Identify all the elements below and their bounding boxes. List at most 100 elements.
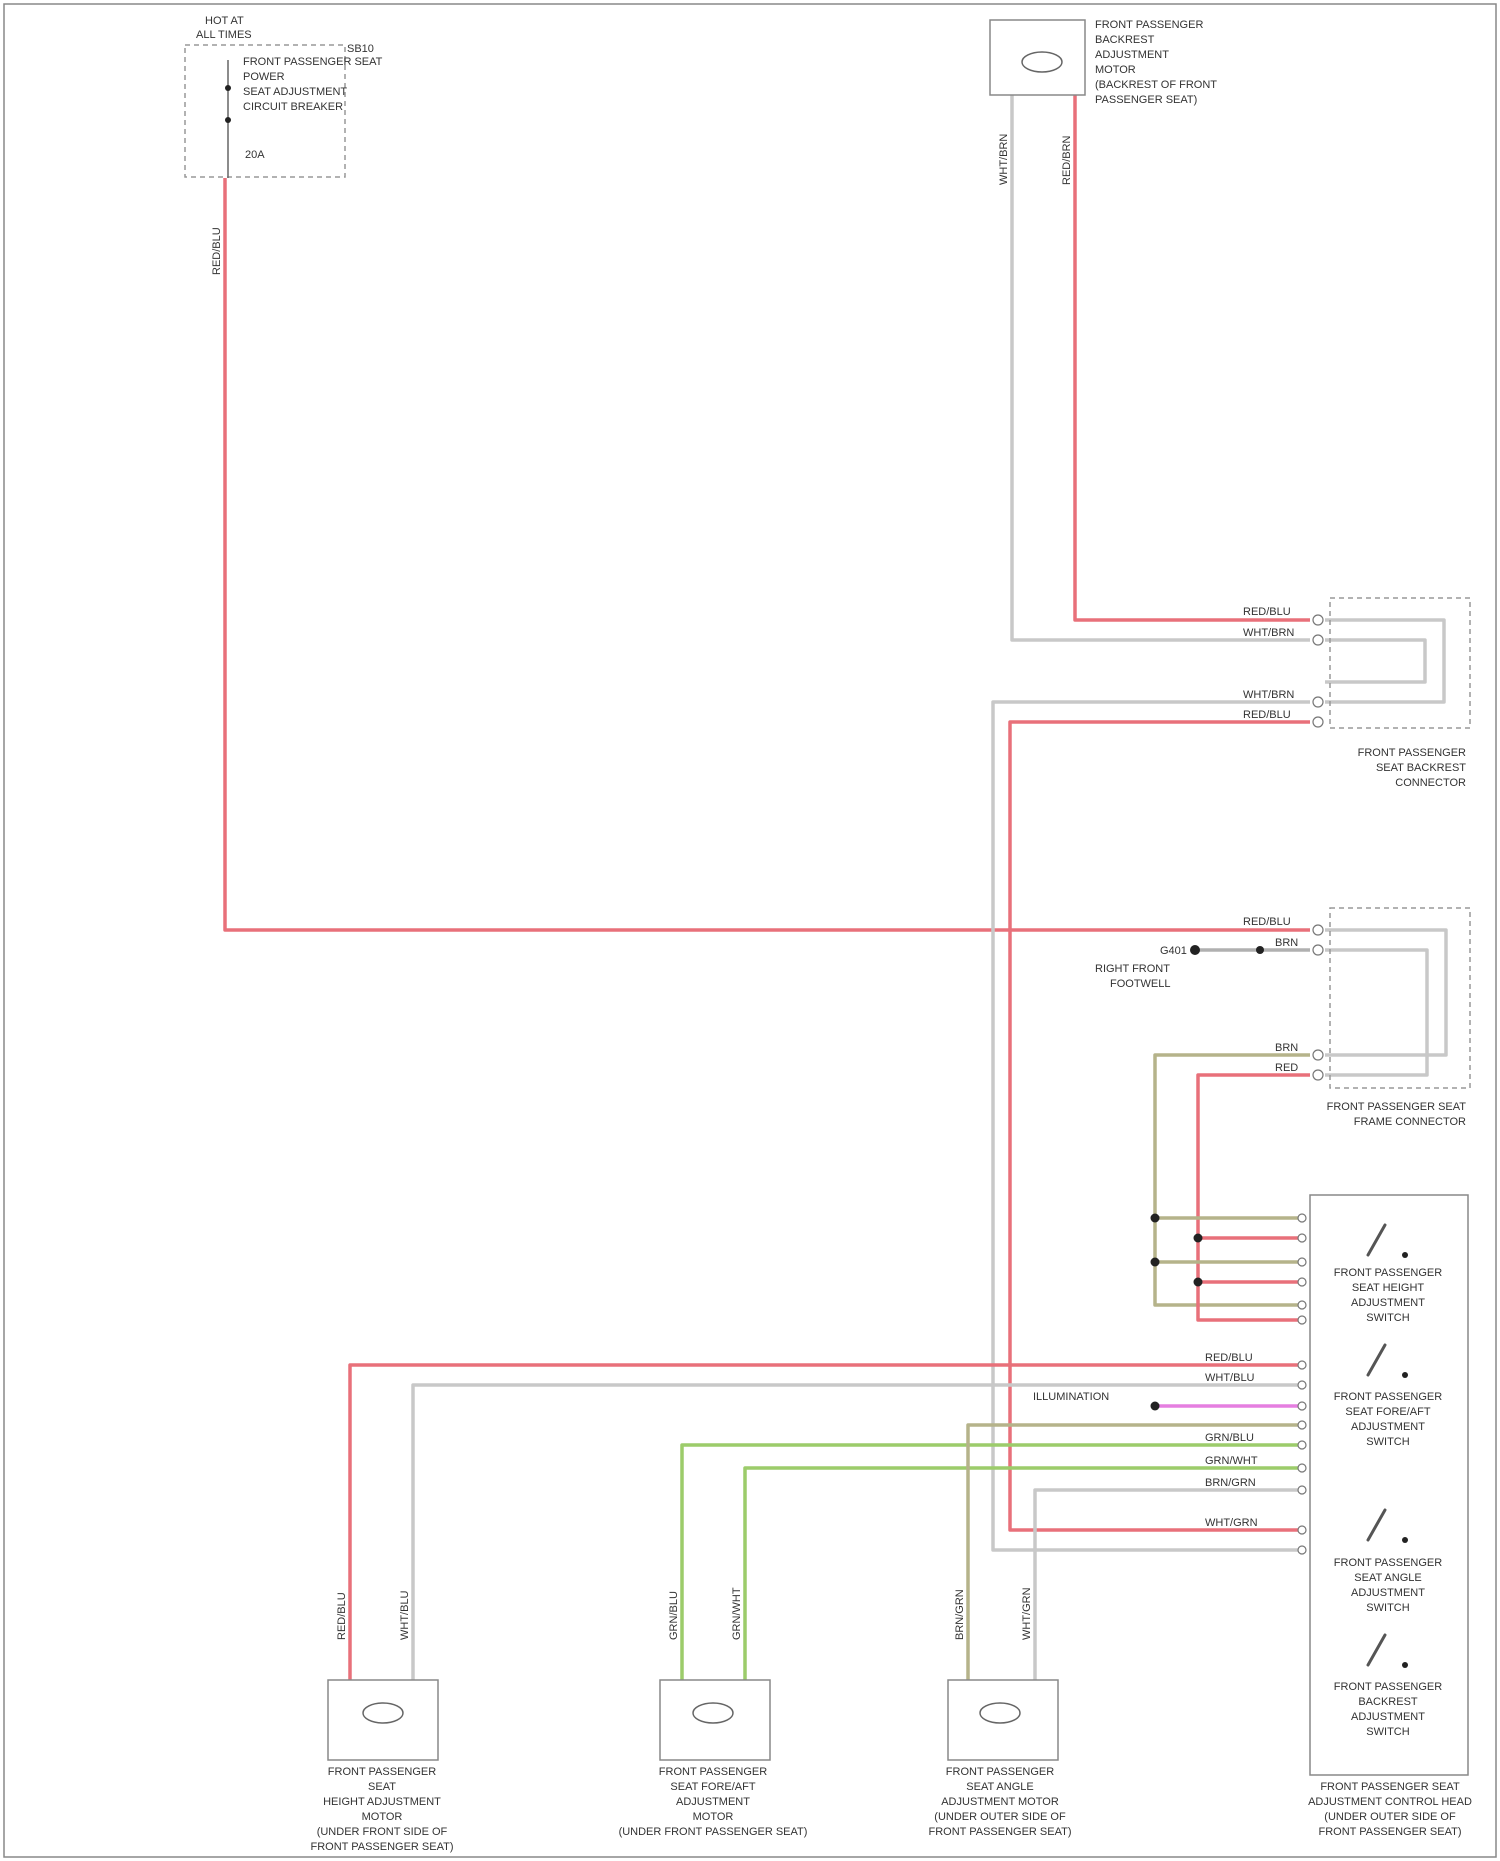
conn1-label-b: WHT/BRN xyxy=(1243,627,1294,639)
backrest-motor: FRONT PASSENGER BACKREST ADJUSTMENT MOTO… xyxy=(990,19,1217,185)
svg-text:ADJUSTMENT: ADJUSTMENT xyxy=(1351,1421,1425,1433)
fuse-header-2: ALL TIMES xyxy=(196,29,252,41)
svg-text:GRN/BLU: GRN/BLU xyxy=(668,1591,680,1640)
motor-angle: FRONT PASSENGER SEAT ANGLE ADJUSTMENT MO… xyxy=(928,1587,1071,1838)
wire-conn1-to-module-white xyxy=(993,702,1310,1550)
backrest-motor-name-6: PASSENGER SEAT) xyxy=(1095,94,1197,106)
svg-text:SWITCH: SWITCH xyxy=(1366,1312,1409,1324)
switch-backrest: FRONT PASSENGER BACKREST ADJUSTMENT SWIT… xyxy=(1334,1635,1442,1738)
conn2-pin-4 xyxy=(1313,1070,1323,1080)
svg-text:HEIGHT ADJUSTMENT: HEIGHT ADJUSTMENT xyxy=(323,1796,441,1808)
label-backrest-red: RED/BRN xyxy=(1061,135,1073,185)
conn2-label-a: RED/BLU xyxy=(1243,916,1291,928)
svg-text:FRONT PASSENGER: FRONT PASSENGER xyxy=(1334,1391,1442,1403)
fuse-terminal-1 xyxy=(225,85,231,91)
wire-height-white xyxy=(413,1385,1302,1680)
motor-icon xyxy=(980,1703,1020,1723)
motor-icon xyxy=(693,1703,733,1723)
connector-1-outline xyxy=(1330,598,1470,728)
svg-text:SEAT: SEAT xyxy=(368,1781,396,1793)
fuse-name-2: POWER xyxy=(243,71,285,83)
svg-text:SWITCH: SWITCH xyxy=(1366,1602,1409,1614)
svg-text:ADJUSTMENT MOTOR: ADJUSTMENT MOTOR xyxy=(941,1796,1059,1808)
connector-1-name-3: CONNECTOR xyxy=(1395,777,1466,789)
motor-icon xyxy=(1022,52,1062,72)
svg-text:RED/BLU: RED/BLU xyxy=(336,1592,348,1640)
switch-module-pins xyxy=(1298,1214,1306,1554)
connector-2: RED/BLU BRN BRN RED FRONT PASSENGER SEAT… xyxy=(1095,908,1470,1128)
svg-text:FRONT PASSENGER: FRONT PASSENGER xyxy=(659,1766,767,1778)
ground-splice xyxy=(1190,945,1200,955)
wire-foreaft-green2 xyxy=(745,1468,1302,1680)
fuse-component: HOT AT ALL TIMES FRONT PASSENGER SEAT PO… xyxy=(185,15,383,275)
wire-angle-white xyxy=(1035,1490,1302,1680)
svg-text:SWITCH: SWITCH xyxy=(1366,1726,1409,1738)
wires xyxy=(225,95,1446,1680)
svg-text:ADJUSTMENT: ADJUSTMENT xyxy=(1351,1587,1425,1599)
motor-height-box xyxy=(328,1680,438,1760)
conn1-pin-4 xyxy=(1313,717,1323,727)
conn2-pin-3 xyxy=(1313,1050,1323,1060)
conn1-pin-2 xyxy=(1313,635,1323,645)
label-illumination: ILLUMINATION xyxy=(1033,1391,1109,1403)
svg-text:(UNDER FRONT PASSENGER SEAT): (UNDER FRONT PASSENGER SEAT) xyxy=(619,1826,808,1838)
svg-text:FRONT PASSENGER: FRONT PASSENGER xyxy=(946,1766,1054,1778)
svg-text:SEAT HEIGHT: SEAT HEIGHT xyxy=(1352,1282,1425,1294)
svg-text:ADJUSTMENT: ADJUSTMENT xyxy=(676,1796,750,1808)
conn1-label-c: WHT/BRN xyxy=(1243,689,1294,701)
wire-fuse-feed xyxy=(225,178,1310,930)
svg-text:FRONT PASSENGER: FRONT PASSENGER xyxy=(328,1766,436,1778)
svg-text:WHT/GRN: WHT/GRN xyxy=(1021,1587,1033,1640)
conn1-label-a: RED/BLU xyxy=(1243,606,1291,618)
motor-foreaft-box xyxy=(660,1680,770,1760)
svg-text:FRONT PASSENGER SEAT): FRONT PASSENGER SEAT) xyxy=(928,1826,1071,1838)
fuse-id: SB10 xyxy=(347,43,374,55)
motor-height: FRONT PASSENGER SEAT HEIGHT ADJUSTMENT M… xyxy=(310,1590,453,1853)
motor-foreaft: FRONT PASSENGER SEAT FORE/AFT ADJUSTMENT… xyxy=(619,1587,808,1838)
conn1-pin-3 xyxy=(1313,697,1323,707)
svg-text:GRN/WHT: GRN/WHT xyxy=(731,1587,743,1640)
backrest-motor-name-4: MOTOR xyxy=(1095,64,1136,76)
ground-name-2: FOOTWELL xyxy=(1110,978,1171,990)
wire-conn1-to-module-red xyxy=(1010,722,1310,1530)
switch-module-name-3: (UNDER OUTER SIDE OF xyxy=(1324,1811,1456,1823)
wire-conn2-olive xyxy=(1155,1055,1310,1305)
svg-text:FRONT PASSENGER: FRONT PASSENGER xyxy=(1334,1267,1442,1279)
conn1-label-d: RED/BLU xyxy=(1243,709,1291,721)
ground-inline-splice xyxy=(1256,946,1264,954)
svg-text:WHT/BLU: WHT/BLU xyxy=(399,1590,411,1640)
splice-illumination xyxy=(1151,1402,1160,1411)
fuse-name-1: FRONT PASSENGER SEAT xyxy=(243,56,383,68)
connector-1-name-2: SEAT BACKREST xyxy=(1376,762,1466,774)
ground-name-1: RIGHT FRONT xyxy=(1095,963,1170,975)
fuse-name-4: CIRCUIT BREAKER xyxy=(243,101,343,113)
svg-text:FRONT PASSENGER SEAT): FRONT PASSENGER SEAT) xyxy=(310,1841,453,1853)
switch-height: FRONT PASSENGER SEAT HEIGHT ADJUSTMENT S… xyxy=(1334,1225,1442,1324)
svg-text:SEAT FORE/AFT: SEAT FORE/AFT xyxy=(1345,1406,1430,1418)
svg-text:SEAT ANGLE: SEAT ANGLE xyxy=(966,1781,1033,1793)
backrest-motor-box xyxy=(990,20,1085,95)
svg-text:ADJUSTMENT: ADJUSTMENT xyxy=(1351,1297,1425,1309)
svg-text:BACKREST: BACKREST xyxy=(1358,1696,1418,1708)
svg-text:(UNDER FRONT SIDE OF: (UNDER FRONT SIDE OF xyxy=(317,1826,448,1838)
svg-text:SWITCH: SWITCH xyxy=(1366,1436,1409,1448)
label-motor-e: BRN/GRN xyxy=(1205,1477,1256,1489)
switch-module: ILLUMINATION RED/BLU WHT/BLU GRN/BLU GRN… xyxy=(1033,1195,1472,1838)
connector-2-name-1: FRONT PASSENGER SEAT xyxy=(1327,1101,1467,1113)
label-motor-c: GRN/BLU xyxy=(1205,1432,1254,1444)
wire-backrest-motor-white xyxy=(1012,95,1310,640)
motor-icon xyxy=(363,1703,403,1723)
wire-conn1-loop-b xyxy=(1325,640,1425,682)
label-motor-b: WHT/BLU xyxy=(1205,1372,1255,1384)
fuse-terminal-2 xyxy=(225,117,231,123)
conn2-pin-2 xyxy=(1313,945,1323,955)
svg-text:ADJUSTMENT: ADJUSTMENT xyxy=(1351,1711,1425,1723)
switch-module-name-4: FRONT PASSENGER SEAT) xyxy=(1318,1826,1461,1838)
connector-1-name-1: FRONT PASSENGER xyxy=(1358,747,1466,759)
conn2-label-b: BRN xyxy=(1275,937,1298,949)
label-motor-d: GRN/WHT xyxy=(1205,1455,1258,1467)
backrest-motor-name-2: BACKREST xyxy=(1095,34,1155,46)
backrest-motor-name-3: ADJUSTMENT xyxy=(1095,49,1169,61)
svg-text:BRN/GRN: BRN/GRN xyxy=(954,1589,966,1640)
